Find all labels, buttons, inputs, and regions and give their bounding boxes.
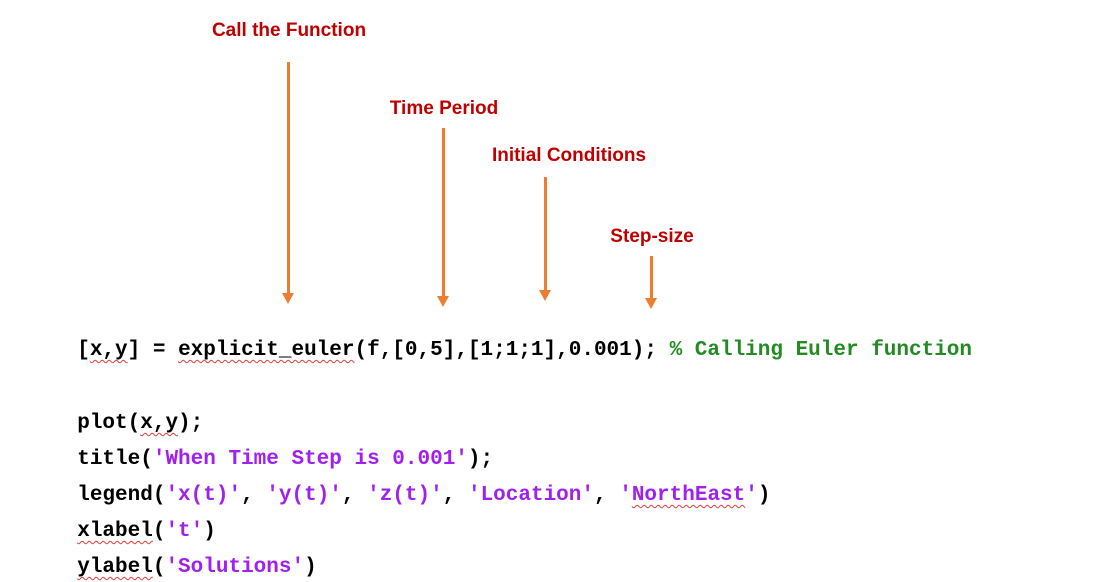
code-token: , — [594, 484, 620, 507]
code-line-xlabel: xlabel('t') — [52, 490, 216, 546]
code-token: ) — [203, 520, 216, 543]
code-token: , — [341, 484, 368, 507]
code-string: 'x(t)' — [165, 484, 242, 507]
code-string: 'Solutions' — [165, 556, 305, 579]
code-string: ' — [745, 484, 758, 507]
arrow-initial-conditions — [539, 177, 551, 301]
arrow-shaft — [442, 128, 445, 297]
code-token: ); — [467, 448, 494, 471]
callout-time-period: Time Period — [389, 98, 499, 119]
code-string: 'When Time Step is 0.001' — [152, 448, 468, 471]
code-token: ( — [152, 556, 166, 579]
code-token: ( — [152, 520, 166, 543]
code-line-explicit-euler-call: [x,y] = explicit_euler(f,[0,5],[1;1;1],0… — [52, 309, 972, 365]
code-token-misspelled: x,y — [89, 339, 128, 362]
arrow-head — [539, 290, 551, 301]
code-token: plot( — [77, 412, 141, 435]
code-token: [ — [77, 339, 90, 362]
code-token-misspelled: explicit_euler — [178, 339, 355, 362]
code-string: 'z(t)' — [367, 484, 443, 507]
code-line-title: title('When Time Step is 0.001'); — [52, 418, 493, 474]
code-token: ) — [757, 484, 771, 507]
code-token: legend( — [77, 484, 166, 507]
code-token-misspelled: xlabel — [77, 520, 153, 543]
code-comment: % Calling Euler function — [669, 339, 973, 362]
arrow-shaft — [287, 62, 290, 294]
code-string-misspelled: NorthEast — [631, 484, 746, 507]
code-token: , — [442, 484, 468, 507]
code-token-misspelled: ylabel — [77, 556, 153, 579]
arrow-call-the-function — [282, 62, 294, 304]
code-token: ] = — [127, 339, 179, 362]
code-line-ylabel: ylabel('Solutions') — [52, 526, 317, 582]
arrow-head — [645, 298, 657, 309]
code-token: (f,[0,5],[1;1;1],0.001); — [354, 339, 670, 362]
code-string: 'Location' — [467, 484, 594, 507]
arrow-head — [282, 293, 294, 304]
code-token-misspelled: x,y — [140, 412, 179, 435]
arrow-shaft — [650, 256, 653, 299]
arrow-shaft — [544, 177, 547, 291]
callout-step-size: Step-size — [610, 226, 694, 247]
code-line-legend: legend('x(t)', 'y(t)', 'z(t)', 'Location… — [52, 454, 770, 510]
code-line-plot: plot(x,y); — [52, 382, 203, 438]
code-string: 'y(t)' — [266, 484, 342, 507]
arrow-step-size — [645, 256, 657, 309]
callout-initial-conditions: Initial Conditions — [491, 145, 647, 166]
code-string: ' — [619, 484, 632, 507]
code-token: , — [241, 484, 267, 507]
arrow-time-period — [437, 128, 449, 307]
code-token: ); — [178, 412, 204, 435]
code-token: ) — [304, 556, 317, 579]
code-string: 't' — [165, 520, 204, 543]
arrow-head — [437, 296, 449, 307]
callout-call-the-function: Call the Function — [211, 20, 367, 41]
code-token: title( — [77, 448, 153, 471]
